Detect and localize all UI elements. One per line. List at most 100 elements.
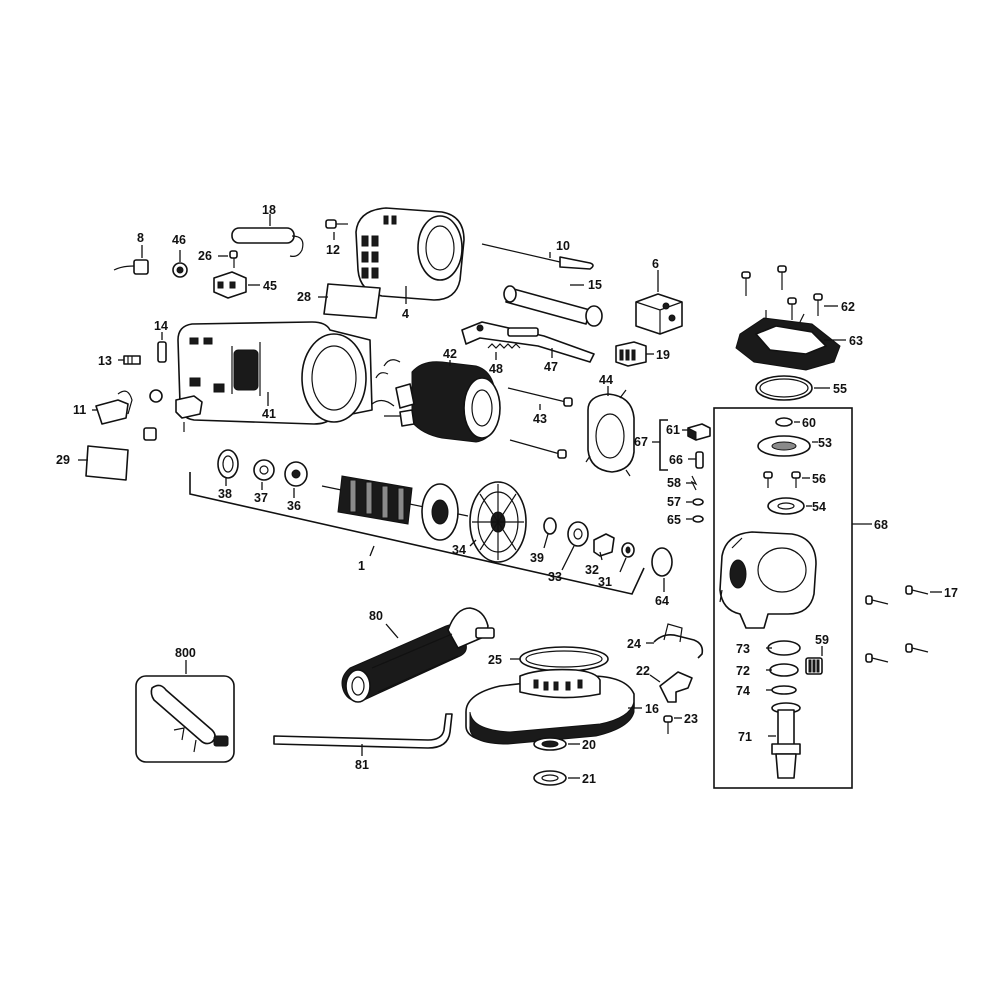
callout-32: 32 <box>585 563 599 577</box>
part-74-washer <box>766 685 797 695</box>
callout-17: 17 <box>944 586 958 600</box>
callout-61: 61 <box>666 423 680 437</box>
callout-4: 4 <box>402 307 409 321</box>
part-6-switch <box>635 270 683 335</box>
part-72-gear <box>766 663 799 677</box>
part-23-screw <box>663 715 682 734</box>
part-48-spring <box>487 343 521 360</box>
callout-67: 67 <box>634 435 648 449</box>
part-17-screws <box>865 585 942 663</box>
part-gear-case-body <box>719 531 817 629</box>
part-71-spindle <box>768 702 801 779</box>
part-44-baffle <box>585 386 635 477</box>
callout-18: 18 <box>262 203 276 217</box>
callout-22: 22 <box>636 664 650 678</box>
part-20-flange <box>533 737 580 751</box>
callout-28: 28 <box>297 290 311 304</box>
part-65-retaining-ring <box>686 515 704 523</box>
callout-57: 57 <box>667 495 681 509</box>
callout-80: 80 <box>369 609 383 623</box>
part-12-screw <box>325 219 348 240</box>
callout-8: 8 <box>137 231 144 245</box>
callout-53: 53 <box>818 436 832 450</box>
callout-74: 74 <box>736 684 750 698</box>
part-13-screw <box>118 355 141 365</box>
callout-46: 46 <box>172 233 186 247</box>
part-11-brush-spring-set <box>92 389 203 441</box>
callout-15: 15 <box>588 278 602 292</box>
part-62-screws <box>741 265 838 320</box>
callout-47: 47 <box>544 360 558 374</box>
part-15-switch-rod <box>503 284 603 327</box>
part-45-brush-holder <box>213 271 260 299</box>
part-8-carbon-brush <box>113 245 149 275</box>
part-56-screws <box>763 471 810 488</box>
part-28-label <box>318 283 381 319</box>
part-64-o-ring <box>651 547 673 592</box>
part-46-spring <box>172 250 188 278</box>
callout-56: 56 <box>812 472 826 486</box>
callout-63: 63 <box>849 334 863 348</box>
callout-29: 29 <box>56 453 70 467</box>
part-58-spring <box>686 475 698 491</box>
callout-41: 41 <box>262 407 276 421</box>
callout-54: 54 <box>812 500 826 514</box>
callout-36: 36 <box>287 499 301 513</box>
callout-60: 60 <box>802 416 816 430</box>
callout-48: 48 <box>489 362 503 376</box>
callout-55: 55 <box>833 382 847 396</box>
callout-72: 72 <box>736 664 750 678</box>
callout-59: 59 <box>815 633 829 647</box>
part-800-brush-kit <box>135 660 235 763</box>
callout-10: 10 <box>556 239 570 253</box>
callout-13: 13 <box>98 354 112 368</box>
callout-71: 71 <box>738 730 752 744</box>
part-18-cord-protector <box>231 214 304 257</box>
callout-66: 66 <box>669 453 683 467</box>
callout-39: 39 <box>530 551 544 565</box>
callout-11: 11 <box>73 403 86 417</box>
callout-33: 33 <box>548 570 562 584</box>
callout-81: 81 <box>355 758 369 772</box>
part-68-gear-case-assembly-frame <box>713 407 872 789</box>
callout-6: 6 <box>652 257 659 271</box>
callout-38: 38 <box>218 487 232 501</box>
callout-42: 42 <box>443 347 457 361</box>
callout-1: 1 <box>358 559 365 573</box>
part-67-lock-pin-group <box>652 419 711 471</box>
callout-73: 73 <box>736 642 750 656</box>
callout-24: 24 <box>627 637 641 651</box>
callout-20: 20 <box>582 738 596 752</box>
callout-62: 62 <box>841 300 855 314</box>
part-29-label <box>78 445 129 481</box>
part-55-o-ring <box>755 375 830 401</box>
callout-45: 45 <box>263 279 277 293</box>
part-42-field-stator <box>371 359 501 443</box>
part-19-switch-body <box>615 341 654 367</box>
part-41-motor-housing <box>177 321 373 425</box>
callout-44: 44 <box>599 373 613 387</box>
callout-25: 25 <box>488 653 502 667</box>
callout-19: 19 <box>656 348 670 362</box>
part-57-washer <box>686 498 704 506</box>
part-1-armature-assembly <box>189 449 645 595</box>
part-47-switch-lever <box>461 321 595 363</box>
part-80-side-handle <box>341 607 495 703</box>
part-25-clamp-band <box>510 646 609 672</box>
part-21-clamp-nut <box>533 770 580 786</box>
callout-14: 14 <box>154 319 168 333</box>
callout-23: 23 <box>684 712 698 726</box>
part-10-pin <box>481 243 594 270</box>
part-4-motor-housing-cap <box>355 207 465 304</box>
callout-34: 34 <box>452 543 466 557</box>
part-60-retaining-ring <box>775 417 800 427</box>
part-54-bearing <box>767 497 812 515</box>
callout-31: 31 <box>598 575 612 589</box>
callout-26: 26 <box>198 249 212 263</box>
callout-37: 37 <box>254 491 268 505</box>
callout-800: 800 <box>175 646 196 660</box>
part-26-screw <box>218 250 238 268</box>
part-14-clip <box>157 332 167 363</box>
part-73-bearing <box>766 640 801 656</box>
callout-16: 16 <box>645 702 659 716</box>
